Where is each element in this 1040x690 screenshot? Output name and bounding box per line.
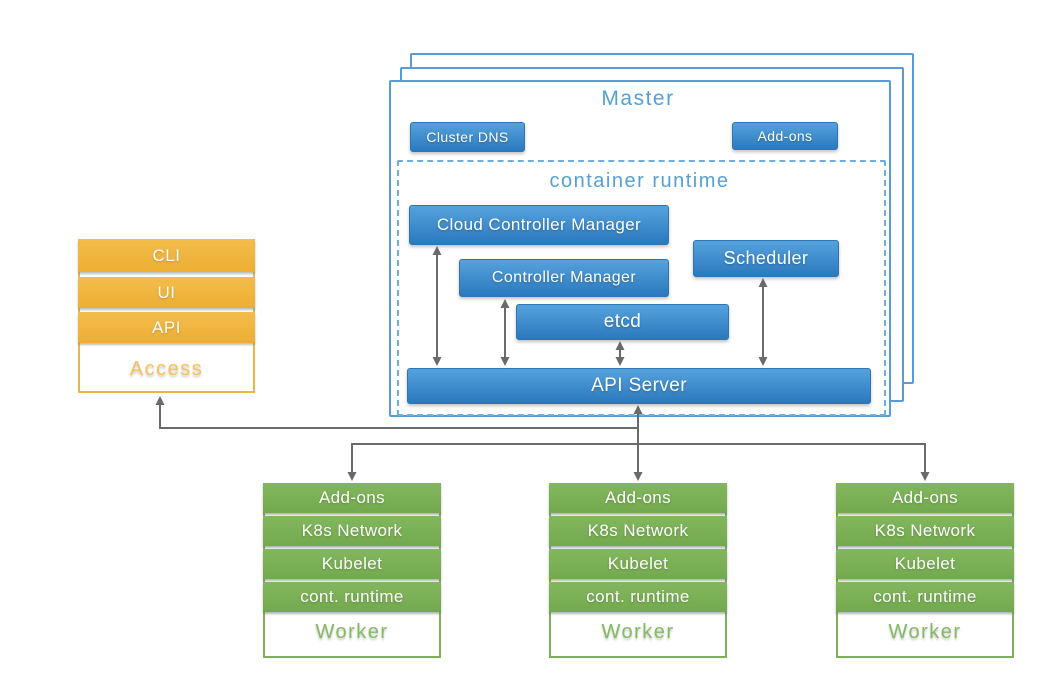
scheduler-box: Scheduler	[693, 240, 839, 277]
worker2-label: Worker	[601, 621, 675, 643]
api-server-box: API Server	[407, 368, 871, 404]
arrowhead-down-worker2	[633, 472, 643, 481]
worker3-row-addons: Add-ons	[836, 483, 1014, 513]
worker1-row-kubelet: Kubelet	[263, 549, 441, 579]
arrowhead-down-worker3	[920, 472, 930, 481]
worker3-row-k8s-network: K8s Network	[836, 516, 1014, 546]
etcd-box: etcd	[516, 304, 729, 340]
master-addons-box: Add-ons	[732, 122, 838, 150]
worker2-row-kubelet: Kubelet	[549, 549, 727, 579]
worker2-row-addons: Add-ons	[549, 483, 727, 513]
arrowhead-down-worker1	[347, 472, 357, 481]
worker1-row-k8s-network: K8s Network	[263, 516, 441, 546]
controller-manager-box: Controller Manager	[459, 259, 669, 297]
access-item-ui: UI	[78, 277, 255, 308]
line-apiserver-workers	[351, 443, 926, 474]
container-runtime-box	[397, 160, 886, 416]
access-item-api: API	[78, 312, 255, 343]
worker1-row-addons: Add-ons	[263, 483, 441, 513]
master-title: Master	[601, 87, 675, 110]
container-runtime-title: container runtime	[549, 170, 730, 192]
worker3-label: Worker	[888, 621, 962, 643]
access-item-cli: CLI	[78, 239, 255, 272]
worker3-row-container-runtime: cont. runtime	[836, 582, 1014, 612]
worker1-row-container-runtime: cont. runtime	[263, 582, 441, 612]
cluster-dns-box: Cluster DNS	[410, 122, 525, 152]
access-label: Access	[129, 358, 204, 380]
worker1-label: Worker	[315, 621, 389, 643]
worker3-row-kubelet: Kubelet	[836, 549, 1014, 579]
cloud-controller-manager-box: Cloud Controller Manager	[409, 205, 669, 245]
worker2-row-container-runtime: cont. runtime	[549, 582, 727, 612]
worker2-row-k8s-network: K8s Network	[549, 516, 727, 546]
arrowhead-up-access	[155, 396, 165, 405]
